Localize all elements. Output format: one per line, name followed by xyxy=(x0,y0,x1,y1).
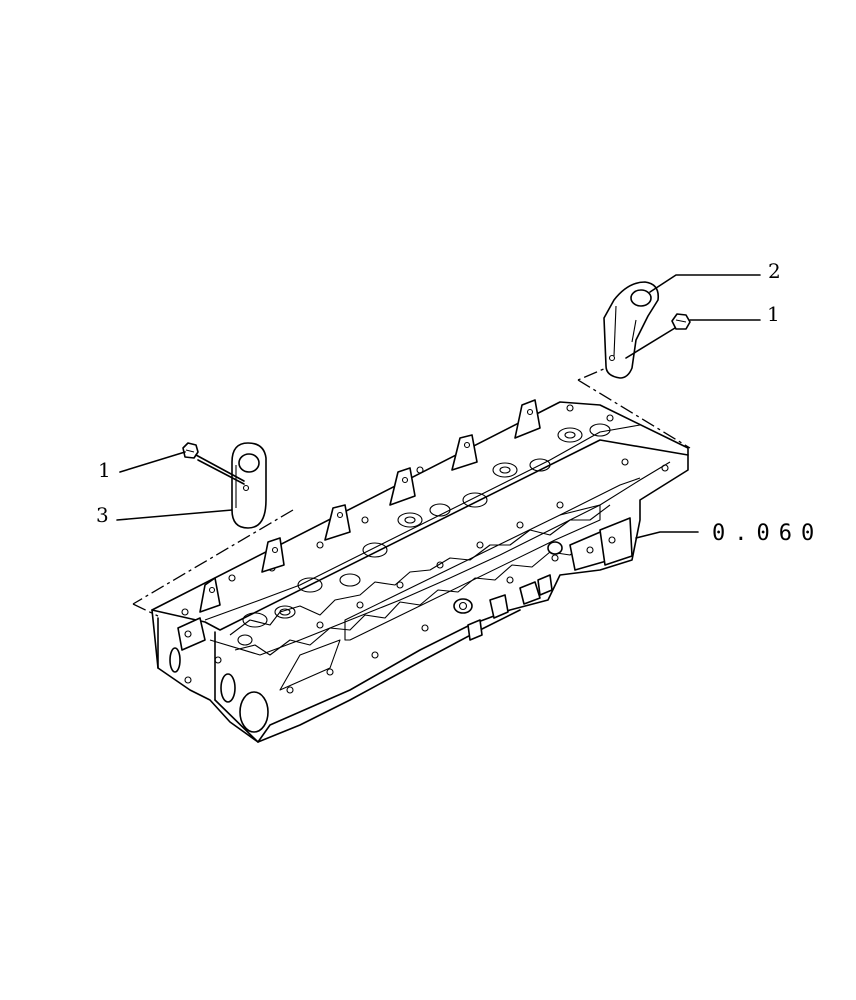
bolt-right xyxy=(625,313,691,359)
cylinder-head xyxy=(151,399,689,743)
callout-bolt-right: 1 xyxy=(767,302,780,326)
lifting-bracket-left xyxy=(231,442,267,529)
leader-lines xyxy=(116,274,761,539)
reference-label: 0.060 xyxy=(712,521,823,546)
callout-bracket-left: 3 xyxy=(96,503,109,527)
callout-bolt-left: 1 xyxy=(98,458,111,482)
bolt-left xyxy=(182,442,245,485)
callout-bracket-right: 2 xyxy=(768,259,781,283)
lifting-bracket-right xyxy=(603,281,660,379)
